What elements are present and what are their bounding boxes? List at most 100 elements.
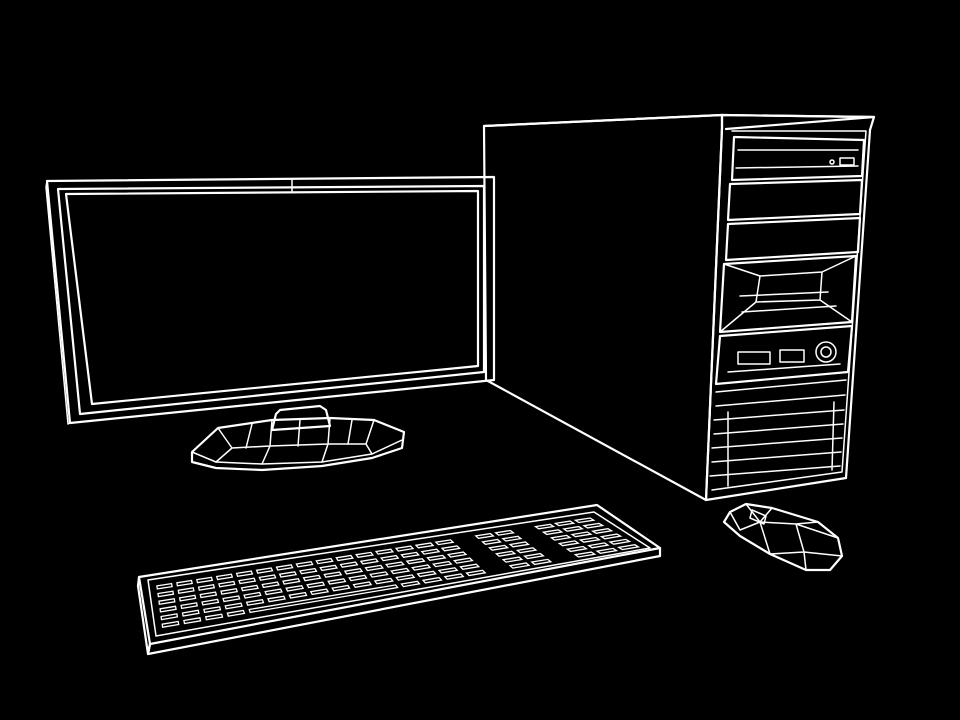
audio-port-icon: [779, 349, 805, 363]
keyboard-key: [599, 533, 623, 540]
keyboard-key: [264, 588, 283, 596]
keyboard-key: [533, 523, 556, 530]
keyboard-key: [578, 536, 602, 543]
keyboard-key: [218, 580, 236, 588]
keyboard-key: [562, 525, 585, 532]
keyboard-key: [258, 574, 277, 581]
keyboard-key: [501, 535, 523, 542]
drive-bay-3: [724, 216, 862, 262]
keyboard-key: [582, 522, 605, 529]
keyboard-key: [159, 605, 177, 613]
keyboard-key: [416, 570, 437, 578]
keyboard-key: [240, 584, 259, 592]
keyboard-key: [181, 609, 200, 617]
keyboard-key: [385, 561, 405, 568]
keyboard-key: [494, 550, 517, 557]
keyboard-key: [248, 584, 399, 614]
stand-neck: [270, 404, 332, 432]
keyboard-key: [255, 567, 274, 574]
system-unit: [482, 113, 876, 502]
keyboard-key: [160, 613, 179, 621]
keyboard-key: [446, 551, 468, 558]
keyboard-key: [178, 594, 197, 602]
drive-bay-optical: [730, 135, 866, 182]
monitor-screen: [64, 189, 480, 406]
keyboard-key: [523, 552, 545, 560]
keyboard-key: [557, 540, 580, 547]
tower-vents: [709, 379, 847, 477]
keyboard-key: [327, 578, 347, 585]
keyboard-key: [617, 544, 641, 551]
eject-button: [839, 157, 855, 166]
keyboard-key: [298, 567, 318, 575]
keyboard: [136, 503, 662, 656]
keyboard-key: [282, 577, 301, 585]
keyboard-key: [459, 563, 481, 570]
monitor-bezel-inner: [56, 184, 486, 416]
keyboard-key: [488, 544, 510, 551]
keyboard-key: [400, 580, 421, 588]
keyboard-key: [481, 538, 502, 545]
keyboard-key: [420, 548, 441, 555]
keyboard-key: [494, 529, 516, 536]
keyboard-key: [261, 581, 280, 589]
keyboard-key: [285, 584, 305, 592]
keyboard-key: [400, 551, 420, 558]
drive-led-icon: [829, 159, 835, 165]
drive-bay-2: [726, 178, 864, 222]
keyboard-key: [373, 577, 394, 585]
keyboard-key: [220, 587, 239, 595]
keyboard-key: [374, 548, 395, 555]
keyboard-key: [590, 528, 614, 534]
keyboard-key: [508, 541, 530, 548]
keyboard-key: [364, 564, 384, 572]
keyboard-key: [158, 597, 176, 606]
keyboard-key: [243, 591, 262, 599]
keyboard-key: [395, 574, 416, 581]
keyboard-key: [352, 581, 373, 589]
keyboard-key: [203, 606, 222, 614]
keyboard-key: [315, 557, 334, 565]
keyboard-key: [348, 574, 368, 582]
mouse: [722, 502, 844, 572]
power-button-icon: [815, 341, 837, 363]
mouse-body: [722, 502, 844, 572]
keyboard-key: [226, 609, 246, 617]
keyboard-key: [437, 567, 459, 574]
keyboard-key: [197, 583, 216, 591]
keyboard-key: [245, 598, 265, 606]
keyboard-key: [156, 582, 173, 590]
keyboard-top: [137, 503, 662, 646]
keyboard-key: [323, 571, 343, 578]
keyboard-key: [595, 547, 619, 554]
keyboard-key: [394, 545, 415, 552]
keyboard-key: [278, 571, 298, 578]
keyboard-key: [573, 517, 596, 524]
keyboard-key: [405, 558, 426, 565]
usb-port-icon: [737, 351, 771, 365]
keyboard-key: [235, 570, 254, 578]
keyboard-key: [339, 561, 359, 568]
keyboard-key: [553, 520, 576, 527]
keyboard-key: [434, 539, 455, 546]
keyboard-key: [201, 598, 220, 606]
keyboard-key: [267, 595, 286, 603]
keyboard-key: [411, 564, 432, 571]
keyboard-key: [432, 560, 453, 568]
keyboard-key: [176, 579, 193, 587]
keyboard-key: [309, 588, 330, 596]
keyboard-key: [501, 556, 524, 563]
keyboard-key: [295, 560, 314, 568]
keyboard-key: [224, 602, 243, 610]
keyboard-key: [238, 577, 257, 585]
keyboard-key: [426, 554, 447, 561]
keyboard-key: [369, 571, 389, 578]
keyboard-key: [443, 573, 465, 580]
keyboard-key: [177, 587, 195, 595]
keyboard-key: [222, 595, 241, 603]
keyboard-key: [421, 576, 443, 584]
keyboard-key: [302, 574, 322, 582]
keyboard-key: [465, 569, 487, 577]
keyboard-key: [275, 564, 294, 571]
front-io-panel: [714, 324, 854, 386]
